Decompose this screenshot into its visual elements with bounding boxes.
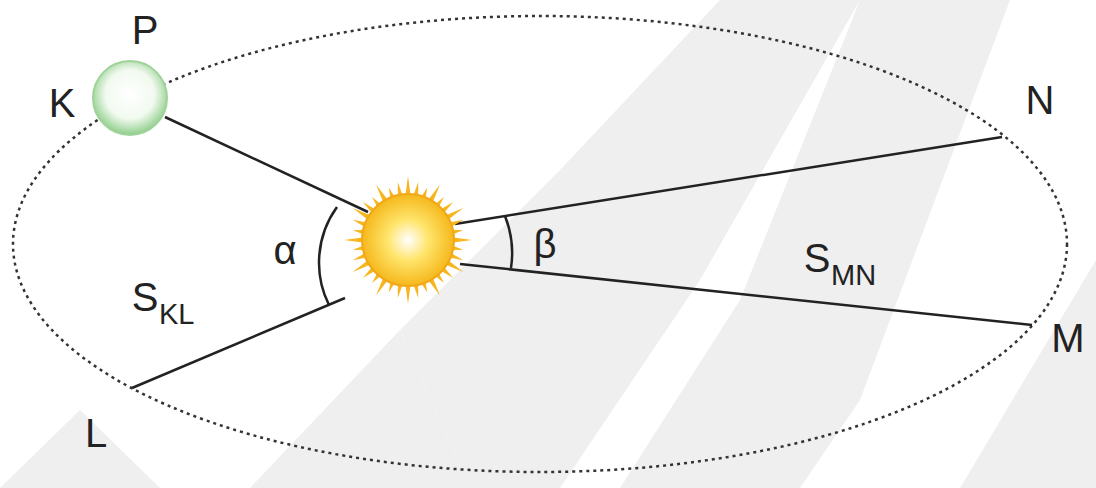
point-label: M <box>1051 318 1084 358</box>
beta-arc <box>505 216 512 268</box>
area-subscript: MN <box>831 261 876 290</box>
orbit-ellipse <box>13 16 1067 472</box>
point-label: N <box>1026 80 1055 120</box>
sun <box>362 194 454 286</box>
point-label: K <box>49 83 76 123</box>
planet <box>93 61 167 135</box>
point-label: L <box>85 413 107 453</box>
area-subscript: KL <box>159 300 194 329</box>
angle-label: α <box>273 230 296 270</box>
alpha-arc <box>319 207 337 305</box>
point-label: P <box>132 10 159 50</box>
area-label: S <box>804 238 831 278</box>
radius-lines <box>132 117 1032 388</box>
area-label: S <box>132 277 159 317</box>
sun-rays <box>344 176 472 304</box>
angle-label: β <box>533 224 556 264</box>
